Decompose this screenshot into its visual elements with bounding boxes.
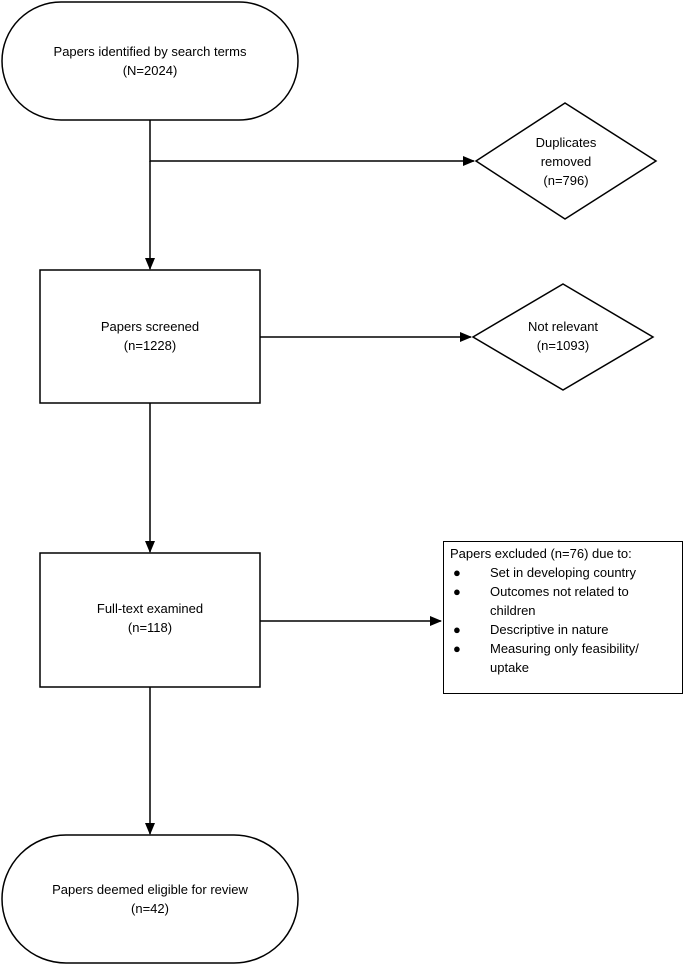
not-relevant-count: (n=1093): [536, 338, 590, 353]
reason-text: Set in developing country: [490, 565, 636, 580]
reason-text: Measuring only feasibility/: [490, 641, 639, 656]
not-relevant-title: Not relevant: [527, 319, 599, 334]
fulltext-label: Full-text examined (n=118): [40, 599, 260, 637]
bullet-icon: ●: [453, 584, 461, 599]
fulltext-count: (n=118): [127, 620, 173, 635]
identified-label: Papers identified by search terms (N=202…: [2, 42, 298, 80]
excluded-reason: ● Measuring only feasibility/ uptake: [450, 639, 676, 677]
bullet-icon: ●: [453, 641, 461, 656]
duplicates-count: (n=796): [543, 173, 589, 188]
reason-text: Descriptive in nature: [490, 622, 609, 637]
duplicates-title-2: removed: [540, 154, 592, 169]
identified-title: Papers identified by search terms: [53, 44, 247, 59]
reason-text: Outcomes not related to: [490, 584, 629, 599]
reason-text-continued: uptake: [490, 660, 530, 675]
eligible-title: Papers deemed eligible for review: [52, 882, 248, 897]
not-relevant-label: Not relevant (n=1093): [473, 317, 653, 355]
eligible-count: (n=42): [131, 901, 169, 916]
excluded-reason: ● Outcomes not related to children: [450, 582, 676, 620]
excluded-reasons-list: ● Set in developing country ● Outcomes n…: [450, 563, 676, 677]
duplicates-label: Duplicates removed (n=796): [476, 133, 656, 190]
bullet-icon: ●: [453, 565, 461, 580]
bullet-icon: ●: [453, 622, 461, 637]
eligible-label: Papers deemed eligible for review (n=42): [2, 880, 298, 918]
fulltext-node: [39, 552, 261, 688]
duplicates-node: [474, 102, 658, 220]
fulltext-title: Full-text examined: [96, 601, 204, 616]
screened-count: (n=1228): [123, 338, 177, 353]
reason-text-continued: children: [490, 603, 536, 618]
screened-title: Papers screened: [100, 319, 200, 334]
eligible-node: [1, 834, 299, 964]
screened-label: Papers screened (n=1228): [40, 317, 260, 355]
identified-count: (N=2024): [122, 63, 178, 78]
duplicates-title-1: Duplicates: [535, 135, 597, 150]
not-relevant-node: [471, 283, 655, 391]
excluded-reason: ● Descriptive in nature: [450, 620, 676, 639]
excluded-reason: ● Set in developing country: [450, 563, 676, 582]
arrow-to-duplicates: [149, 120, 475, 166]
excluded-node: Papers excluded (n=76) due to: ● Set in …: [443, 541, 683, 694]
excluded-heading: Papers excluded (n=76) due to:: [450, 546, 632, 561]
